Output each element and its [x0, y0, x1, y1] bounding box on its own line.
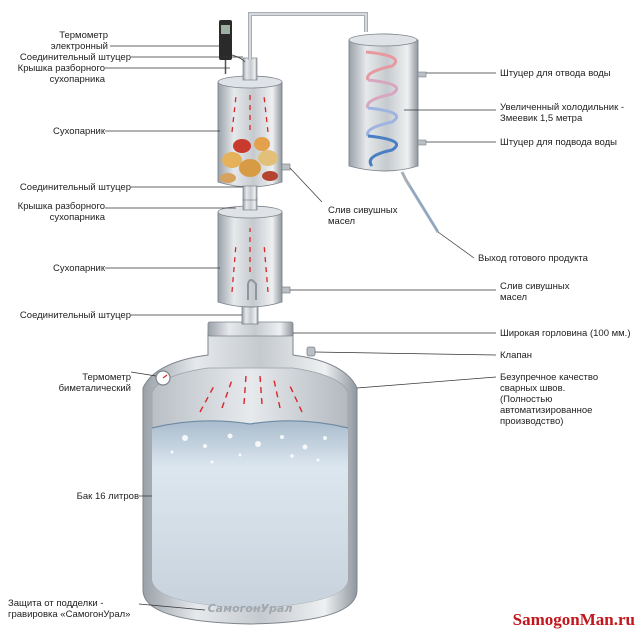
electronic-thermometer: [219, 20, 246, 74]
label-water-outlet: Штуцер для отвода воды: [500, 68, 611, 79]
connector-2: [242, 185, 258, 201]
label-connector-3: Соединительный штуцер: [19, 310, 131, 321]
label-welds: Безупречное качество сварных швов. (Полн…: [500, 372, 599, 427]
label-thermometer-electronic: Термометр электронный: [50, 30, 108, 52]
tank-engraving: СамогонУрал: [208, 602, 293, 615]
vapor-arrows-tank: [199, 375, 303, 413]
watermark: SamogonMan.ru: [512, 610, 635, 629]
condenser: [348, 33, 440, 233]
label-dry-steamer-2: Сухопарник: [53, 263, 105, 274]
water-inlet-port: [417, 139, 427, 146]
label-connector-2: Соединительный штуцер: [19, 182, 131, 193]
tank: СамогонУрал: [142, 321, 358, 625]
fusel-drain-1: [281, 163, 291, 171]
leader-lines: [105, 45, 497, 611]
water-outlet-port: [417, 71, 427, 78]
dry-steamer-2: [217, 197, 291, 308]
label-water-inlet: Штуцер для подвода воды: [500, 137, 617, 148]
label-lid-1: Крышка разборного сухопарника: [17, 63, 105, 85]
label-dry-steamer-1: Сухопарник: [53, 126, 105, 137]
label-thermometer-bimetal: Термометр биметалический: [58, 372, 131, 394]
label-product-outlet: Выход готового продукта: [478, 253, 588, 264]
label-fusel-drain-2: Слив сивушных масел: [500, 281, 570, 303]
label-fusel-drain-1: Слив сивушных масел: [328, 205, 398, 227]
label-wide-neck: Широкая горловина (100 мм.): [500, 328, 631, 339]
label-valve: Клапан: [500, 350, 533, 361]
condenser-coil: [365, 50, 398, 167]
label-connector-1: Соединительный штуцер: [19, 52, 131, 63]
label-tank: Бак 16 литров: [76, 491, 139, 502]
label-engraving: Защита от подделки - гравировка «Самогон…: [8, 598, 131, 620]
label-condenser: Увеличенный холодильник - Змеевик 1,5 ме…: [500, 102, 625, 124]
fusel-drain-2: [281, 286, 291, 294]
dry-steamer-1: [217, 57, 291, 188]
valve: [306, 346, 316, 357]
label-lid-2: Крышка разборного сухопарника: [17, 201, 105, 223]
boiling-bubbles: [170, 433, 327, 464]
fruit-content: [220, 137, 278, 183]
